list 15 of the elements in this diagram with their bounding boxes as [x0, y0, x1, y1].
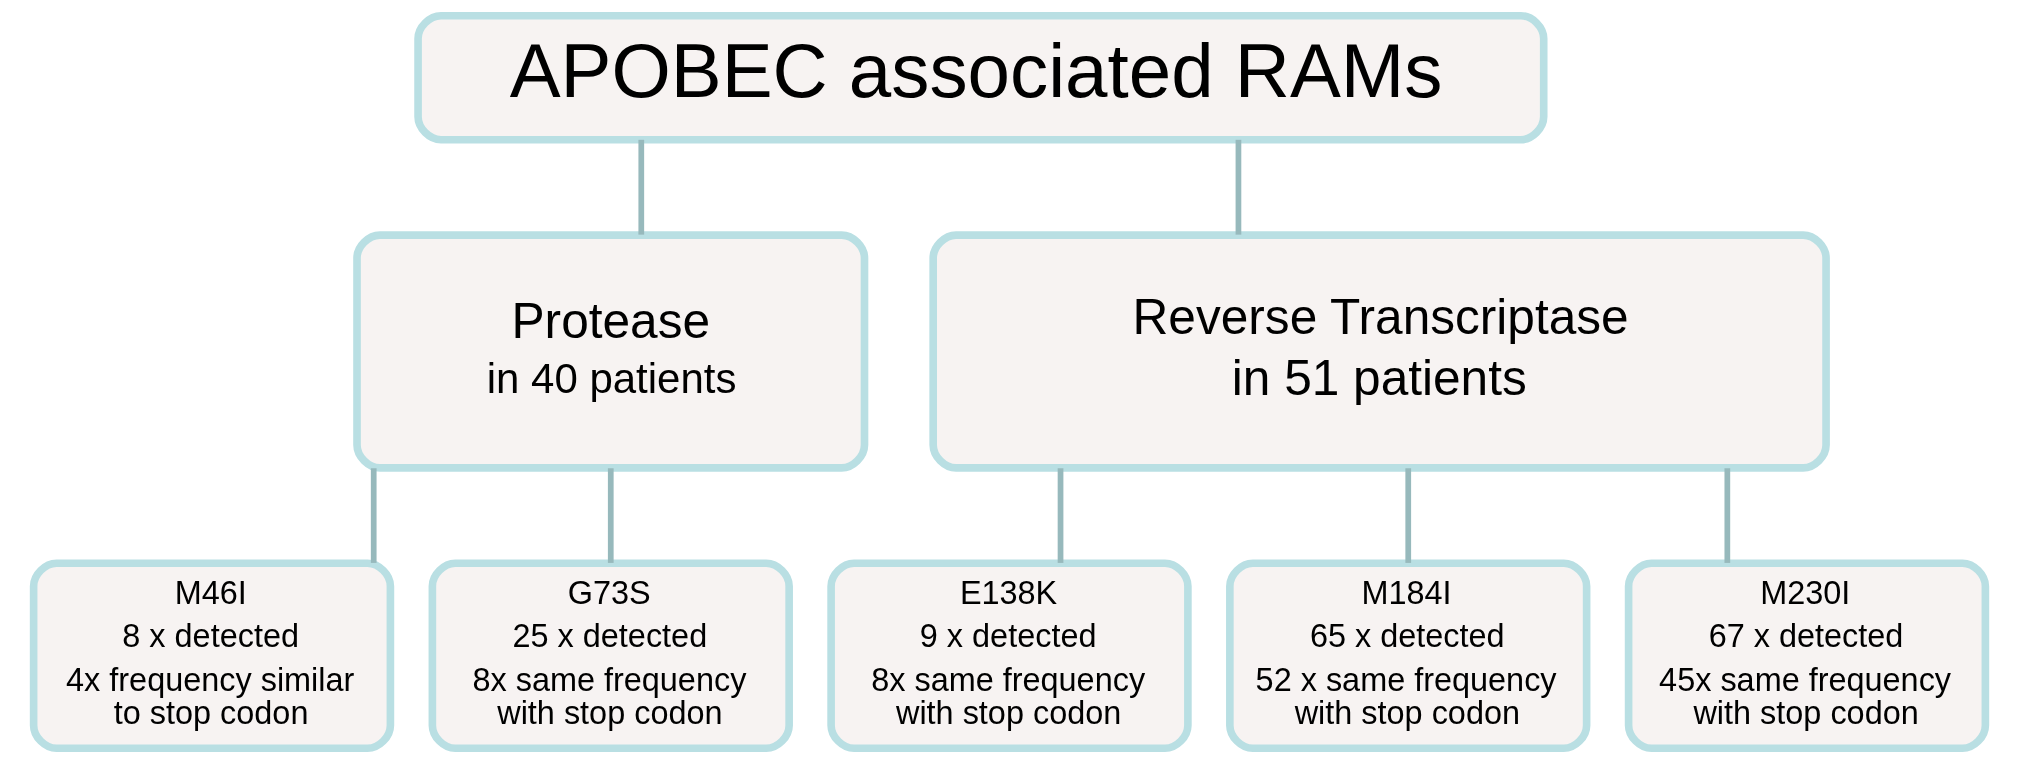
node-box: M230I 67 x detected 45x same frequency with stop codon	[1624, 559, 1989, 753]
connector	[1235, 139, 1241, 235]
node-box: APOBEC associated RAMs	[413, 11, 1547, 144]
node-box: E138K 9 x detected 8x same frequency with stop codon	[826, 559, 1192, 753]
connector	[370, 468, 377, 563]
connector	[607, 468, 614, 563]
node-box: M46I 8 x detected 4x frequency similar to stop codon	[29, 559, 394, 753]
connector	[1723, 468, 1730, 563]
connector	[1057, 468, 1063, 563]
connector	[1404, 468, 1411, 563]
node-box: Protease in 40 patients	[352, 231, 868, 472]
node-box: M184I 65 x detected 52 x same frequency with stop codon	[1225, 559, 1590, 753]
node-box: Reverse Transcriptase in 51 patients	[928, 231, 1830, 472]
connector	[637, 139, 644, 235]
node-box: G73S 25 x detected 8x same frequency with stop codon	[428, 559, 793, 753]
